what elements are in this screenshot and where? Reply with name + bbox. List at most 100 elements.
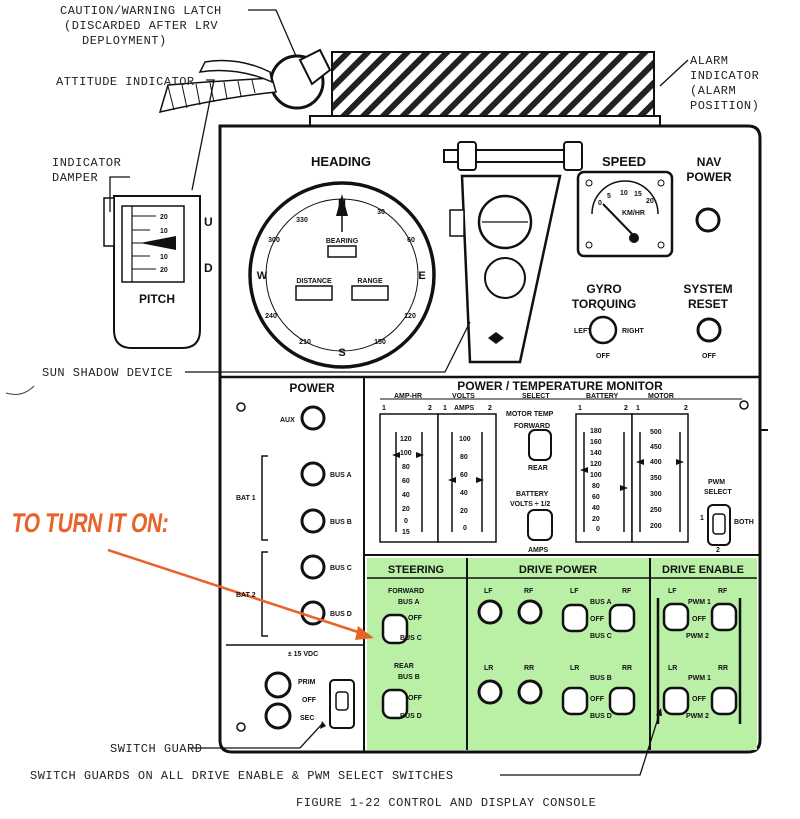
torquing-label: TORQUING [572, 297, 636, 311]
system-reset-button[interactable] [696, 317, 722, 343]
steering-bus-c: BUS C [400, 635, 422, 642]
select-label: SELECT [522, 393, 550, 400]
steering-bus-a: BUS A [398, 599, 420, 606]
dp-off-2: OFF [590, 696, 605, 703]
compass-300: 300 [268, 237, 280, 244]
compass-240: 240 [265, 313, 277, 320]
nav-power-button[interactable] [695, 207, 721, 233]
steering-bus-d: BUS D [400, 713, 422, 720]
forward-label: FORWARD [514, 423, 550, 430]
nav-power-label: POWER [686, 170, 732, 184]
speed-tick-20: 20 [646, 198, 654, 205]
pwm-both-label: BOTH [734, 519, 754, 526]
bus-b-breaker[interactable] [300, 508, 326, 534]
vdc-prim-breaker[interactable] [264, 671, 292, 699]
motor-temp-gauge-label: MOTOR [648, 393, 674, 400]
bat-temp-tick: 40 [592, 505, 600, 512]
bus-a-label: BUS A [330, 472, 352, 479]
compass-60: 60 [407, 237, 415, 244]
volts-scale: 100 80 60 40 20 0 [459, 436, 471, 532]
aux-breaker[interactable] [300, 405, 326, 431]
steering-label: STEERING [388, 564, 444, 576]
turn-it-on-callout: TO TURN IT ON: [9, 508, 171, 538]
vdc-select-switch[interactable] [335, 691, 349, 711]
speed-meter [576, 170, 674, 258]
bat-temp-tick: 100 [590, 472, 602, 479]
prim-label: PRIM [298, 679, 316, 686]
panel-labels: HEADING SPEED NAV POWER GYRO TORQUING SY… [139, 154, 744, 576]
bus-a-breaker[interactable] [300, 461, 326, 487]
drive-controls-highlight [367, 558, 757, 750]
heading-compass [248, 181, 436, 369]
pwm-select-switch[interactable] [712, 513, 726, 535]
pwm-label: PWM [708, 479, 725, 486]
pitch-label: PITCH [139, 292, 175, 306]
distance-label: DISTANCE [296, 278, 332, 285]
de-lr-label: LR [668, 665, 677, 672]
de-pwm2-bottom: PWM 2 [686, 713, 709, 720]
callout-labels: CAUTION/WARNING LATCH (DISCARDED AFTER L… [30, 4, 759, 783]
pitch-tick-20u: 20 [160, 214, 168, 221]
motor-temp-scale: 500 450 400 350 300 250 200 [650, 429, 662, 530]
pitch-tick-10d: 10 [160, 254, 168, 261]
vdc-sec-breaker[interactable] [264, 702, 292, 730]
dp-bus-b: BUS B [590, 675, 612, 682]
motor-temp-tick: 500 [650, 429, 662, 436]
alarm-label-3: (ALARM [690, 84, 736, 98]
dp-rf-switch-label: RF [622, 588, 632, 595]
compass-30: 30 [377, 209, 385, 216]
alarm-label-4: POSITION) [690, 99, 759, 113]
steering-switches[interactable] [381, 613, 409, 720]
bearing-label: BEARING [326, 238, 359, 245]
volts-1: 1 [443, 405, 447, 412]
caution-latch-label-2: (DISCARDED AFTER LRV [64, 19, 218, 33]
amp-tick: 80 [402, 464, 410, 471]
pwm-2-label: 2 [716, 547, 720, 554]
volt-tick: 60 [460, 472, 468, 479]
volts-amps-label: AMPS [454, 405, 475, 412]
amps-select-label: AMPS [528, 547, 549, 554]
drive-enable-switches[interactable] [656, 598, 742, 724]
pitch-tick-0: 0 [166, 241, 170, 248]
steering-rear-label: REAR [394, 663, 414, 670]
battery-volts-select-switch[interactable] [527, 509, 553, 541]
drive-power-breakers[interactable] [477, 599, 543, 705]
caution-warning-latch [158, 48, 332, 114]
bus-c-breaker[interactable] [300, 554, 326, 580]
drive-power-switches[interactable] [561, 603, 636, 716]
volt-tick: 0 [463, 525, 467, 532]
gyro-torquing-switch[interactable] [588, 315, 618, 345]
compass-n: N [338, 197, 346, 209]
power-temp-monitor-label: POWER / TEMPERATURE MONITOR [457, 379, 663, 393]
motor-temp-select-switch[interactable] [528, 429, 552, 461]
system-label: SYSTEM [683, 282, 732, 296]
aux-label: AUX [280, 417, 295, 424]
bat-temp-tick: 180 [590, 428, 602, 435]
amp-tick: 100 [400, 450, 412, 457]
amp-tick: 60 [402, 478, 410, 485]
bus-c-label: BUS C [330, 565, 352, 572]
power-label: POWER [289, 381, 335, 395]
power-section [236, 402, 355, 732]
bat-temp-tick: 80 [592, 483, 600, 490]
speed-tick-5: 5 [607, 193, 611, 200]
battery-volts-label-1: BATTERY [516, 491, 549, 498]
compass-e: E [418, 270, 425, 282]
de-lf-label: LF [668, 588, 677, 595]
alarm-label-1: ALARM [690, 54, 729, 68]
pwm-select-label: SELECT [704, 489, 732, 496]
dp-bus-d: BUS D [590, 713, 612, 720]
de-off-1: OFF [692, 616, 707, 623]
figure-caption: FIGURE 1-22 CONTROL AND DISPLAY CONSOLE [296, 796, 597, 810]
motor-temp-label: MOTOR TEMP [506, 411, 554, 418]
volts-label: VOLTS [452, 393, 475, 400]
motor-temp-tick: 400 [650, 459, 662, 466]
reset-off-label: OFF [702, 353, 717, 360]
bat-temp-tick: 0 [596, 526, 600, 533]
compass-150: 150 [374, 339, 386, 346]
pitch-tick-20d: 20 [160, 267, 168, 274]
pitch-tick-10u: 10 [160, 228, 168, 235]
dp-lr-breaker-label: LR [484, 665, 493, 672]
bus-d-label: BUS D [330, 611, 352, 618]
motor-temp-tick: 350 [650, 475, 662, 482]
